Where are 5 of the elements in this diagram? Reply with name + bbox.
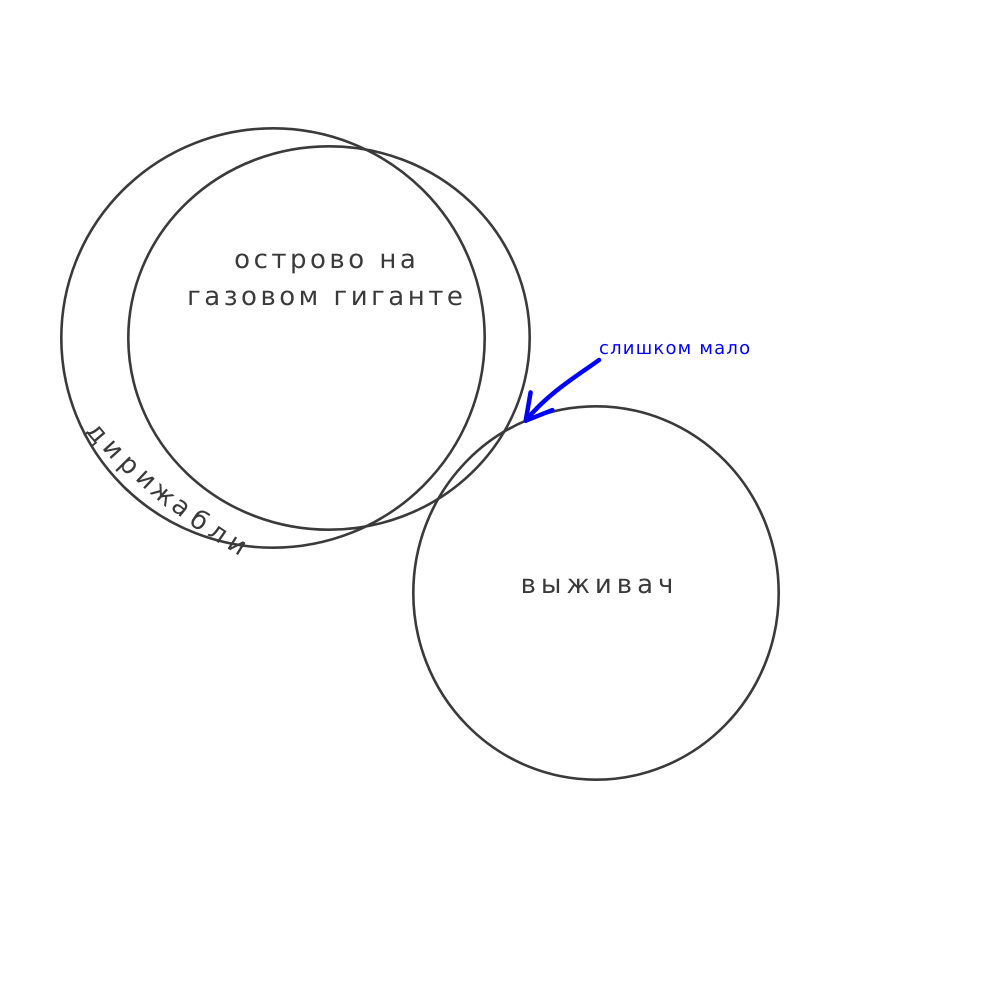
venn-circle	[412, 405, 780, 781]
annotation-text: слишком мало	[599, 338, 751, 360]
arrow	[523, 358, 602, 423]
circle-label: острово на газовом гиганте	[186, 244, 468, 314]
circle-label: выживач	[520, 570, 678, 600]
